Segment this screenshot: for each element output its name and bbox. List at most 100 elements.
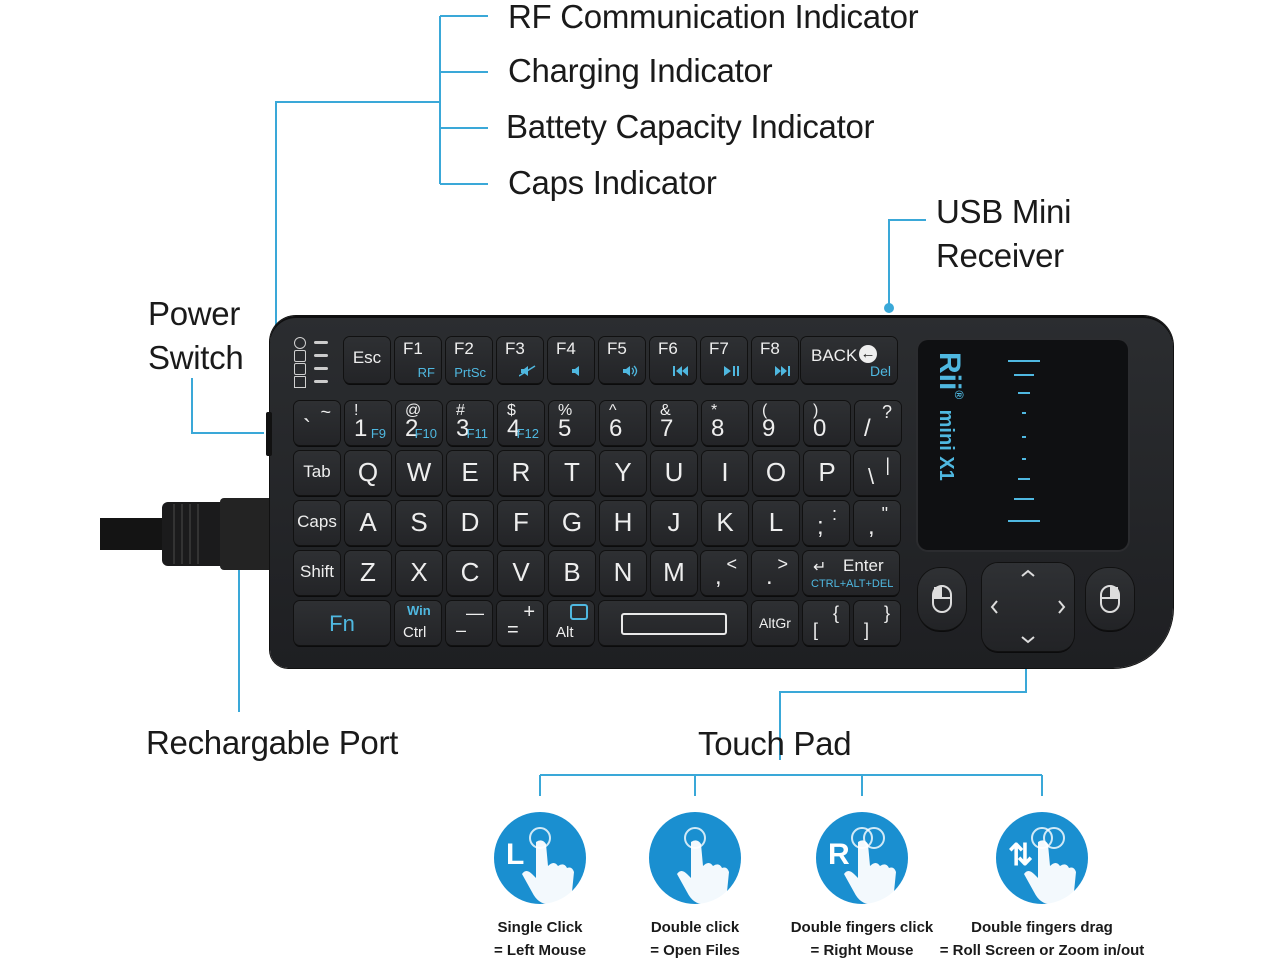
fkey-3[interactable]: F3: [497, 337, 543, 383]
quote-main: ,: [868, 513, 875, 540]
altgr-key[interactable]: AltGr: [752, 601, 798, 645]
key-x[interactable]: X: [396, 551, 442, 595]
key-j[interactable]: J: [651, 501, 697, 545]
num-key-top: %: [558, 402, 573, 419]
num-key-main: 1: [354, 415, 368, 442]
key-p[interactable]: P: [804, 451, 850, 495]
key-h[interactable]: H: [600, 501, 646, 545]
fkey-8[interactable]: F8: [752, 337, 798, 383]
num-key-6[interactable]: 6^: [600, 401, 646, 445]
key-d[interactable]: D: [447, 501, 493, 545]
key-w[interactable]: W: [396, 451, 442, 495]
num-key-sub: F9: [370, 426, 386, 441]
key-k[interactable]: K: [702, 501, 748, 545]
alt-key[interactable]: Alt: [548, 601, 594, 645]
ctrl-key[interactable]: Win Ctrl: [395, 601, 441, 645]
equals-key[interactable]: = +: [497, 601, 543, 645]
key-i[interactable]: I: [702, 451, 748, 495]
charging-led-icon: [294, 350, 306, 362]
num-key-top: (: [762, 402, 768, 419]
num-key-2[interactable]: 2@F10: [396, 401, 442, 445]
key-n[interactable]: N: [600, 551, 646, 595]
gesture-caption-line1: Double click: [650, 919, 740, 936]
left-mouse-button[interactable]: [918, 568, 966, 630]
power-switch-label: Power Switch: [148, 292, 244, 380]
vol-up-icon: [621, 365, 639, 380]
num-key-4[interactable]: 4$F12: [498, 401, 544, 445]
altgr-label: AltGr: [759, 615, 791, 631]
fkey-4[interactable]: F4: [548, 337, 594, 383]
period-key[interactable]: . >: [752, 551, 798, 595]
scroll-strip: [1008, 360, 1040, 522]
key-m[interactable]: M: [651, 551, 697, 595]
num-key-7[interactable]: 7&: [651, 401, 697, 445]
quote-top: ": [881, 504, 888, 524]
key-l[interactable]: L: [753, 501, 799, 545]
fn-key[interactable]: Fn: [294, 601, 390, 645]
fkey-label: F8: [760, 339, 780, 358]
key-t[interactable]: T: [549, 451, 595, 495]
key-f[interactable]: F: [498, 501, 544, 545]
right-mouse-button[interactable]: [1086, 568, 1134, 630]
fkey-6[interactable]: F6: [650, 337, 696, 383]
brand-logo: Rii® mini X1: [930, 352, 966, 492]
key-g[interactable]: G: [549, 501, 595, 545]
backspace-key[interactable]: BACK ← Del: [801, 337, 897, 383]
key-v[interactable]: V: [498, 551, 544, 595]
play-pause-icon: [723, 365, 741, 380]
letter-label: W: [406, 457, 432, 487]
num-key-1[interactable]: 1!F9: [345, 401, 391, 445]
num-key-3[interactable]: 3#F11: [447, 401, 493, 445]
key-q[interactable]: Q: [345, 451, 391, 495]
key-s[interactable]: S: [396, 501, 442, 545]
letter-label: D: [460, 507, 480, 537]
num-key-0[interactable]: `~: [294, 401, 340, 445]
num-key-main: 3: [456, 415, 470, 442]
key-a[interactable]: A: [345, 501, 391, 545]
tab-key[interactable]: Tab: [294, 451, 340, 495]
enter-key[interactable]: ↵ Enter CTRL+ALT+DEL: [803, 551, 899, 595]
num-key-11[interactable]: /?: [855, 401, 901, 445]
semicolon-key[interactable]: ; :: [803, 501, 849, 545]
num-key-8[interactable]: 8*: [702, 401, 748, 445]
num-key-10[interactable]: 0): [804, 401, 850, 445]
letter-label: U: [664, 457, 684, 487]
key-o[interactable]: O: [753, 451, 799, 495]
key-z[interactable]: Z: [345, 551, 391, 595]
fkey-5[interactable]: F5: [599, 337, 645, 383]
key-e[interactable]: E: [447, 451, 493, 495]
num-key-main: 2: [405, 415, 419, 442]
quote-key[interactable]: , ": [854, 501, 900, 545]
key-u[interactable]: U: [651, 451, 697, 495]
left-bracket-key[interactable]: [ {: [803, 601, 849, 645]
num-key-top: ^: [609, 402, 617, 419]
key-b[interactable]: B: [549, 551, 595, 595]
num-key-5[interactable]: 5%: [549, 401, 595, 445]
right-bracket-key[interactable]: ] }: [854, 601, 900, 645]
backslash-key[interactable]: \ |: [854, 451, 900, 495]
key-y[interactable]: Y: [600, 451, 646, 495]
num-key-9[interactable]: 9(: [753, 401, 799, 445]
caps-key[interactable]: Caps: [294, 501, 340, 545]
direction-pad[interactable]: [982, 563, 1074, 651]
key-r[interactable]: R: [498, 451, 544, 495]
shift-key[interactable]: Shift: [294, 551, 340, 595]
esc-key[interactable]: Esc: [344, 337, 390, 383]
comma-key[interactable]: , <: [701, 551, 747, 595]
letter-label: E: [461, 457, 479, 487]
hand-touch-icon: [522, 827, 574, 904]
space-key[interactable]: [599, 601, 747, 645]
power-switch[interactable]: [266, 412, 272, 456]
minus-key[interactable]: – —: [446, 601, 492, 645]
enter-sub-label: CTRL+ALT+DEL: [811, 578, 894, 590]
rechargable-port-label: Rechargable Port: [146, 724, 399, 761]
back-label: BACK: [811, 346, 858, 365]
key-c[interactable]: C: [447, 551, 493, 595]
esc-key-label: Esc: [352, 348, 382, 367]
fkey-7[interactable]: F7: [701, 337, 747, 383]
num-key-main: `: [303, 415, 311, 442]
rf-indicator-label: RF Communication Indicator: [508, 0, 919, 35]
minus-main: –: [456, 620, 467, 640]
